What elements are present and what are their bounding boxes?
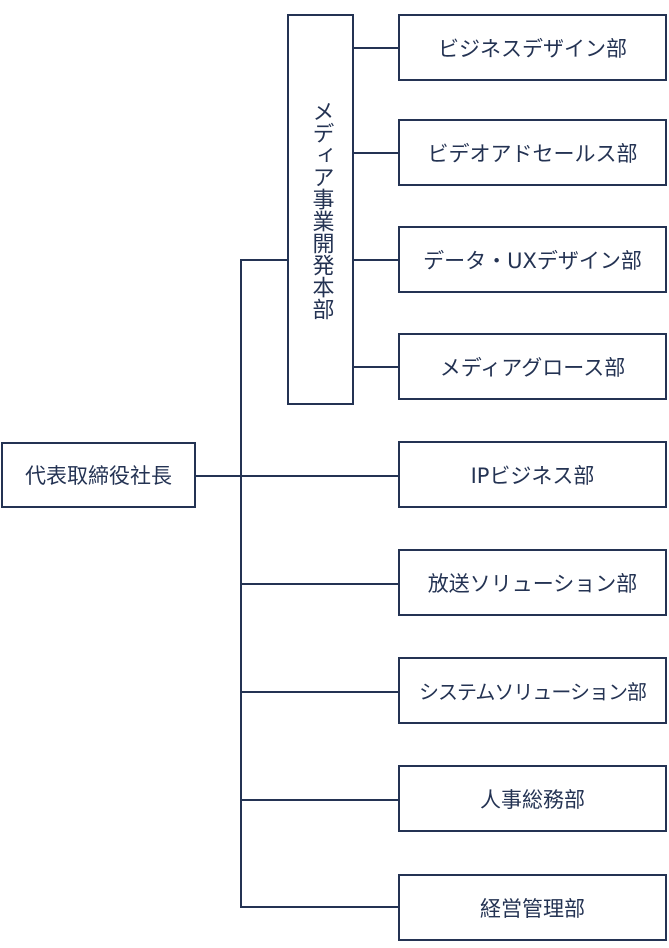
dept-node: IPビジネス部: [398, 441, 667, 508]
dept-label: 経営管理部: [480, 896, 585, 921]
division-label: メディア事業開発本部: [308, 99, 334, 320]
connector-root: [195, 475, 400, 477]
connector-dept-4: [240, 799, 400, 801]
dept-label: ビデオアドセールス部: [427, 141, 638, 166]
connector-div-dept-1: [352, 47, 400, 49]
dept-label: データ・UXデザイン部: [423, 248, 642, 273]
division-dept-node: データ・UXデザイン部: [398, 226, 667, 293]
root-label: 代表取締役社長: [25, 464, 172, 488]
dept-label: 人事総務部: [480, 787, 585, 812]
dept-label: 放送ソリューション部: [427, 571, 638, 596]
dept-node: 経営管理部: [398, 874, 667, 941]
dept-node: システムソリューション部: [398, 657, 667, 724]
connector-div-dept-3: [352, 259, 400, 261]
connector-div-dept-2: [352, 152, 400, 154]
division-dept-node: ビジネスデザイン部: [398, 14, 667, 81]
dept-label: IPビジネス部: [470, 463, 595, 488]
connector-div-dept-4: [352, 366, 400, 368]
dept-node: 人事総務部: [398, 765, 667, 832]
division-dept-node: メディアグロース部: [398, 333, 667, 400]
dept-node: 放送ソリューション部: [398, 549, 667, 616]
root-node: 代表取締役社長: [1, 442, 196, 508]
division-node: メディア事業開発本部: [287, 14, 354, 405]
division-dept-node: ビデオアドセールス部: [398, 119, 667, 186]
connector-dept-2: [240, 583, 400, 585]
connector-dept-3: [240, 691, 400, 693]
connector-division: [240, 259, 288, 261]
connector-dept-5: [240, 906, 400, 908]
dept-label: メディアグロース部: [439, 355, 626, 380]
dept-label: ビジネスデザイン部: [438, 36, 627, 61]
dept-label: システムソリューション部: [419, 680, 647, 704]
